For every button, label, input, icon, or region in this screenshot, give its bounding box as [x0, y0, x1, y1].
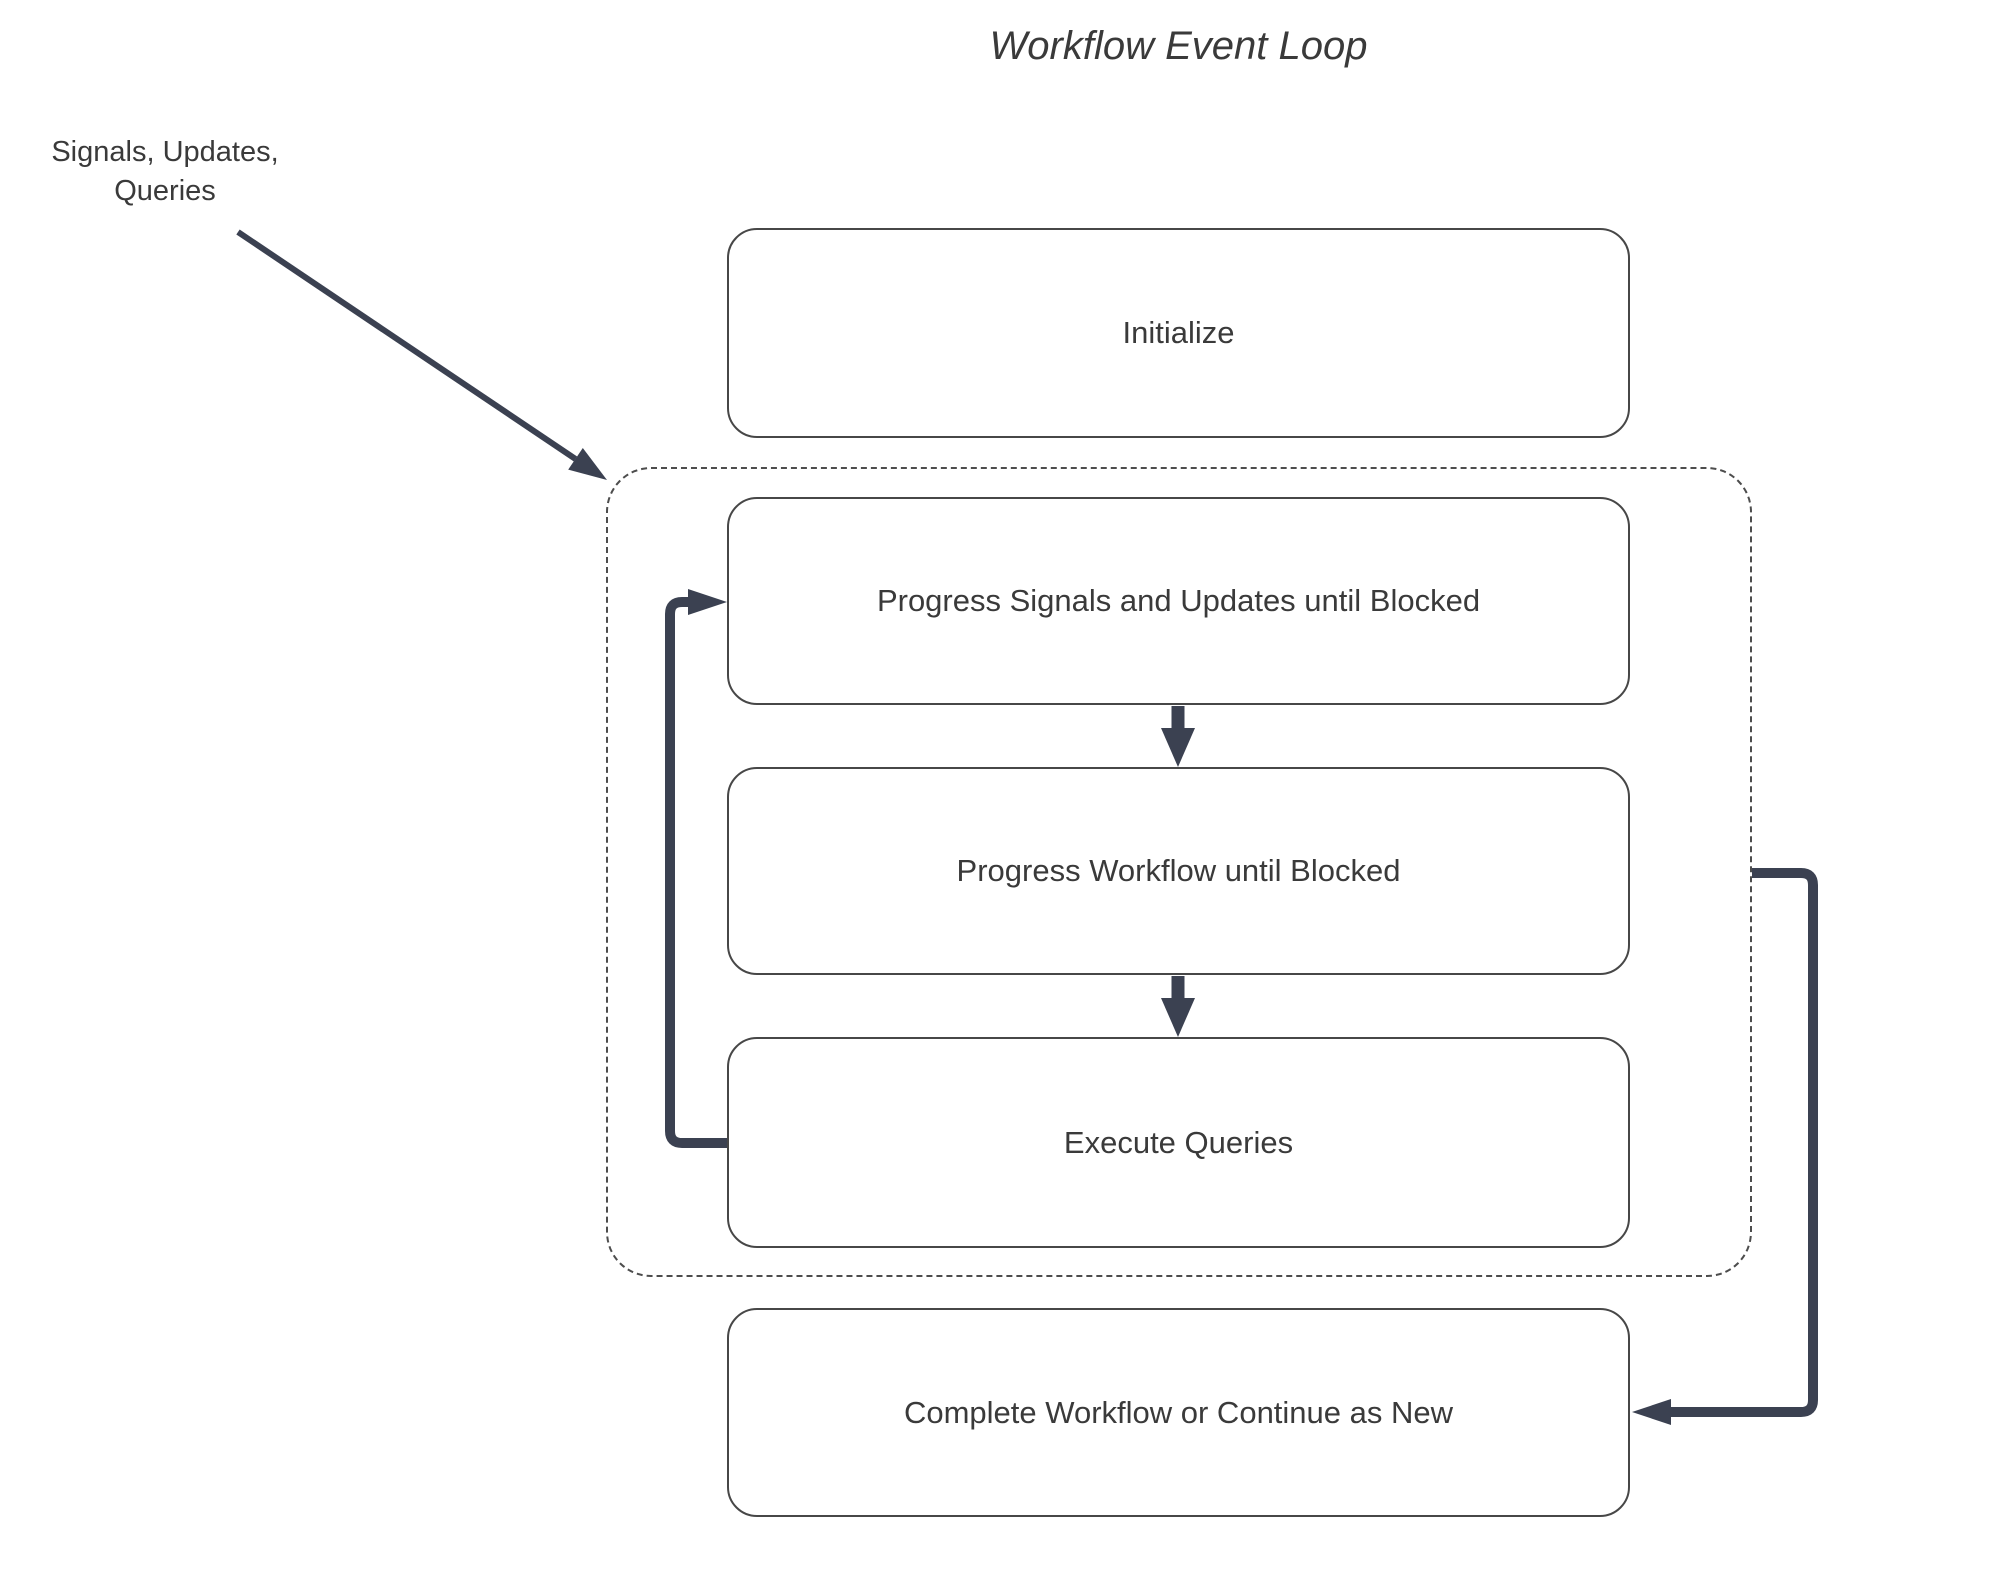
node-initialize-label: Initialize [1122, 315, 1235, 350]
diagram-title: Workflow Event Loop [989, 24, 1368, 68]
node-progress-workflow-label: Progress Workflow until Blocked [956, 853, 1401, 888]
edge-annotation-to-group [236, 229, 607, 480]
node-complete: Complete Workflow or Continue as New [727, 1308, 1630, 1517]
edge-annotation-to-group-line [236, 229, 578, 462]
node-progress-signals-label: Progress Signals and Updates until Block… [876, 583, 1481, 618]
node-complete-label: Complete Workflow or Continue as New [903, 1394, 1454, 1430]
edge-annotation-to-group-arrowhead [568, 448, 607, 480]
edge-group-complete-arrowhead [1632, 1399, 1671, 1425]
node-execute-queries-label: Execute Queries [1063, 1124, 1294, 1160]
node-progress-workflow: Progress Workflow until Blocked [727, 767, 1630, 975]
external-input-label: Signals, Updates, Queries [51, 136, 279, 208]
node-execute-queries: Execute Queries [727, 1037, 1630, 1248]
node-progress-signals: Progress Signals and Updates until Block… [727, 497, 1630, 705]
node-initialize: Initialize [727, 228, 1630, 438]
